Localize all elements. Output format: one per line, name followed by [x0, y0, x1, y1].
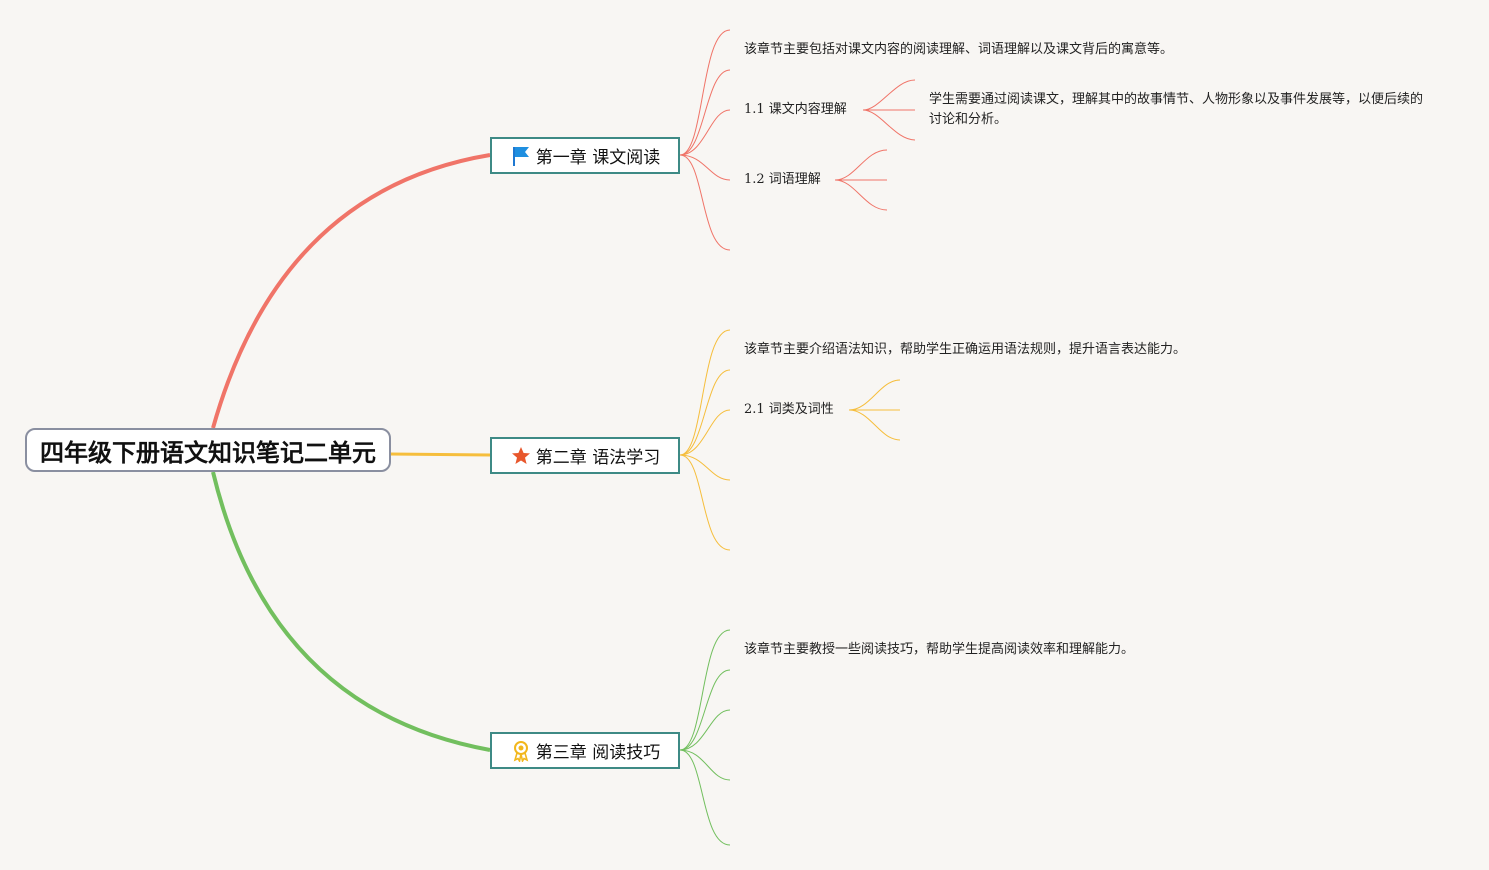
- connector-root-chapter3: [211, 471, 491, 752]
- connector-root-chapter2: [389, 452, 491, 457]
- award-medal-icon: [510, 740, 532, 762]
- chapter1-branches: [679, 29, 916, 251]
- connector-root-chapter1: [211, 153, 491, 429]
- root-topic[interactable]: 四年级下册语文知识笔记二单元: [25, 428, 391, 472]
- chapter2-branches: [679, 329, 901, 551]
- chapter1-summary[interactable]: 该章节主要包括对课文内容的阅读理解、词语理解以及课文背后的寓意等。: [744, 42, 1174, 57]
- topic-2-1[interactable]: 2.1 词类及词性: [744, 402, 834, 417]
- topic-1-2[interactable]: 1.2 词语理解: [744, 172, 821, 187]
- chapter1-topic[interactable]: 第一章 课文阅读: [490, 137, 680, 174]
- chapter3-label: 第三章 阅读技巧: [535, 743, 661, 763]
- topic-1-1-detail[interactable]: 学生需要通过阅读课文，理解其中的故事情节、人物形象以及事件发展等，以便后续的讨论…: [929, 92, 1424, 127]
- root-title: 四年级下册语文知识笔记二单元: [40, 438, 376, 467]
- chapter3-summary[interactable]: 该章节主要教授一些阅读技巧，帮助学生提高阅读效率和理解能力。: [744, 642, 1135, 657]
- chapter3-branches: [679, 629, 731, 846]
- topic-1-1[interactable]: 1.1 课文内容理解: [744, 102, 847, 117]
- chapter2-label: 第二章 语法学习: [535, 448, 661, 468]
- chapter1-label: 第一章 课文阅读: [535, 148, 661, 168]
- chapter2-topic[interactable]: 第二章 语法学习: [490, 437, 680, 474]
- blue-flag-icon: [510, 145, 532, 167]
- orange-star-icon: [510, 445, 532, 467]
- chapter3-topic[interactable]: 第三章 阅读技巧: [490, 732, 680, 769]
- chapter2-summary[interactable]: 该章节主要介绍语法知识，帮助学生正确运用语法规则，提升语言表达能力。: [744, 342, 1187, 357]
